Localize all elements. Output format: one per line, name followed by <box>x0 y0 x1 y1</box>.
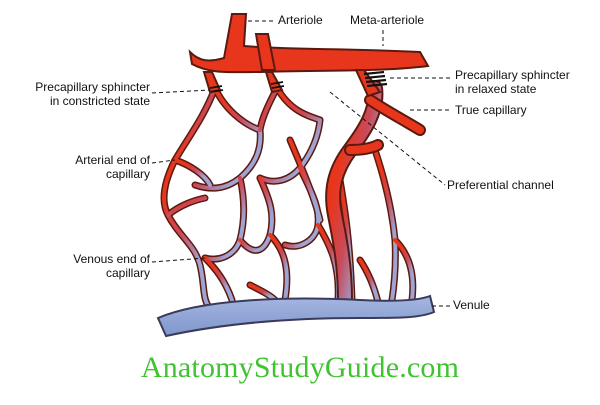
watermark-text: AnatomyStudyGuide.com <box>140 351 460 384</box>
label-true-capillary: True capillary <box>455 103 527 117</box>
label-preferential-channel: Preferential channel <box>447 178 554 192</box>
label-arterial-end: Arterial end of capillary <box>75 153 150 181</box>
sphincter-relaxed-marks <box>363 70 388 88</box>
label-precapillary-sphincter-constricted: Precapillary sphincter in constricted st… <box>35 80 150 108</box>
venule <box>156 294 436 338</box>
sphincter-constricted-marks <box>209 81 285 93</box>
arteriole <box>188 13 430 74</box>
meta-arteriole-branch <box>254 33 277 71</box>
label-precapillary-sphincter-relaxed: Precapillary sphincter in relaxed state <box>455 68 570 96</box>
capillary-network-fill <box>162 86 415 310</box>
label-arteriole: Arteriole <box>278 13 323 27</box>
label-venule: Venule <box>453 298 490 312</box>
label-venous-end: Venous end of capillary <box>73 252 150 280</box>
label-meta-arteriole: Meta-arteriole <box>350 13 425 27</box>
leader-lines <box>151 20 452 307</box>
